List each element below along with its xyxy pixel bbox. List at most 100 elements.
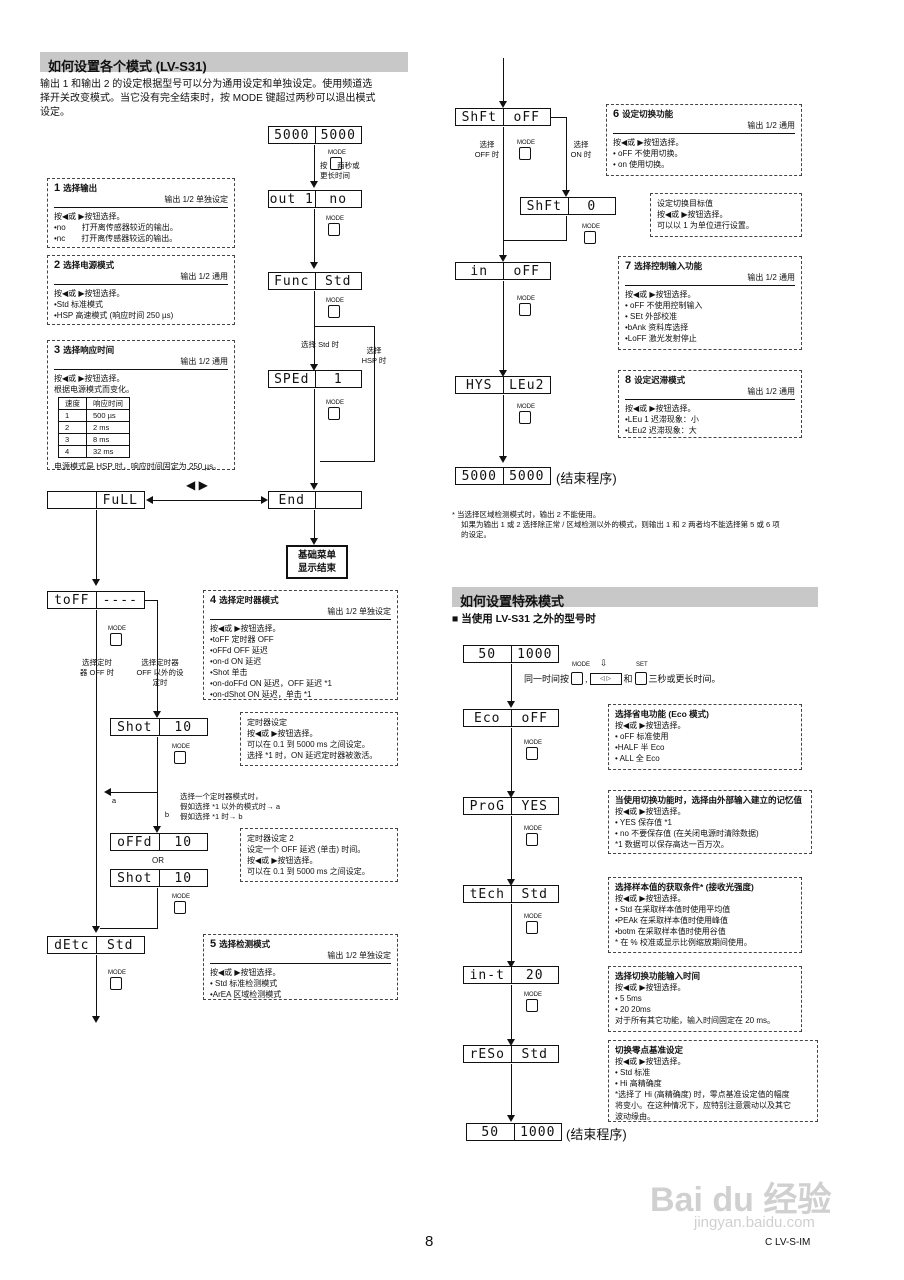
watermark-logo: Bai du 经验: [650, 1181, 832, 1219]
timer-setting-2-box: 定时器设定 2 设定一个 OFF 延迟 (单击) 时间。 按◀或 ▶按钮选择。 …: [240, 828, 398, 882]
box-line: •HALF 半 Eco: [615, 743, 665, 752]
footnote-line: 如果为输出 1 或 2 选择除正常 / 区域检测以外的模式，则输出 1 和 2 …: [461, 520, 780, 529]
mode-button[interactable]: MODE: [172, 744, 190, 764]
display-right: Std: [510, 886, 559, 902]
table-header: 速度: [58, 397, 87, 410]
shift-target-box: 设定切换目标值 按◀或 ▶按钮选择。 可以以 1 为单位进行设置。: [650, 193, 802, 237]
mode-label: MODE: [326, 298, 344, 304]
mode-key-icon: [174, 751, 186, 764]
intro-text: 输出 1 和输出 2 的设定根据型号可以分为通用设定和单独设定。使用频道选 择开…: [40, 78, 412, 120]
mode-label: MODE: [524, 826, 542, 832]
mode-button[interactable]: MODE: [326, 216, 344, 236]
label-line: 选择: [479, 140, 495, 149]
box-title-text: 选择控制输入功能: [634, 261, 703, 271]
mode-button[interactable]: MODE: [524, 914, 542, 934]
box-title-text: 当使用切换功能时，选择由外部输入建立的记忆值: [615, 795, 803, 805]
mode-button[interactable]: MODE: [524, 740, 542, 760]
display-left: out 1: [269, 191, 314, 207]
display-left: [48, 492, 96, 508]
box-number: 2: [54, 259, 61, 271]
table-cell: 3: [58, 433, 87, 446]
display-right: no: [314, 191, 362, 207]
basic-menu-line: 基础菜单: [297, 550, 336, 561]
mode-label-small: MODE: [572, 662, 590, 668]
display-left: tEch: [469, 886, 505, 902]
mode-button[interactable]: MODE: [517, 404, 535, 424]
box-line: 电源模式是 HSP 时，响应时间固定为 250 µs。: [54, 462, 222, 471]
mode-key-icon: [526, 921, 538, 934]
box-line: 可以在 0.1 到 5000 ms 之间设定。: [247, 867, 370, 876]
mode-button[interactable]: MODE: [517, 296, 535, 316]
mode-button[interactable]: MODE: [328, 150, 346, 170]
box-number: 4: [210, 594, 217, 606]
table-cell: 1: [58, 409, 87, 422]
box-sub: 输出 1/2 通用: [613, 120, 795, 134]
label-std-case: 选择 Std 时: [301, 340, 339, 349]
mode-button[interactable]: MODE: [326, 298, 344, 318]
display-right: oFF: [502, 109, 551, 125]
box-line: • Hi 高精确度: [615, 1079, 662, 1088]
end-program-label-2: (结束程序): [566, 1127, 627, 1142]
label-line: 定时: [152, 678, 168, 687]
mode-button[interactable]: MODE: [524, 826, 542, 846]
display-full: FuLL: [47, 491, 145, 509]
mode-button[interactable]: MODE: [524, 992, 542, 1012]
box-line: • Std 标准: [615, 1068, 651, 1077]
mode-button[interactable]: MODE: [326, 400, 344, 420]
footnote-line: * 当选择区域检测模式时，输出 2 不能使用。: [452, 510, 601, 519]
mode-label: MODE: [517, 404, 535, 410]
display-left: ProG: [469, 798, 505, 814]
down-arrow-icon: ⇩: [600, 658, 608, 668]
table-cell: 500 µs: [86, 409, 130, 422]
display-left: End: [278, 492, 305, 508]
box-sub: 输出 1/2 单独设定: [54, 194, 228, 208]
box-line: 按◀或 ▶按钮选择。: [615, 983, 686, 992]
box-title-text: 选择响应时间: [63, 345, 115, 355]
mode-button[interactable]: MODE: [582, 224, 600, 244]
press-prefix: 按: [320, 161, 328, 170]
table-header: 响应时间: [86, 397, 130, 410]
arrow-keys-icon[interactable]: ◁ ▷: [589, 672, 622, 685]
box-line: •LoFF 激光发射停止: [625, 334, 697, 343]
display-right: [314, 492, 362, 508]
mode-button[interactable]: MODE: [108, 970, 126, 990]
mode-label: MODE: [326, 400, 344, 406]
label-line: OFF 以外的设: [136, 668, 184, 677]
box-line: 按◀或 ▶按钮选择。: [54, 289, 125, 298]
mode-button[interactable]: MODE: [172, 894, 190, 914]
box-line: •PEAk 在采取样本值时使用峰值: [615, 916, 729, 925]
mode-label: MODE: [524, 914, 542, 920]
set-key-icon[interactable]: [634, 672, 647, 685]
box-line: 按◀或 ▶按钮选择。: [625, 290, 696, 299]
mode-button[interactable]: MODE: [108, 626, 126, 646]
display-right: LEu2: [502, 377, 551, 393]
display-left: Eco: [474, 710, 501, 726]
press-label: 按 两秒或更长时间: [320, 161, 380, 181]
display-right: 10: [158, 870, 208, 886]
box-number: 7: [625, 260, 632, 272]
section2-title: 如何设置特殊模式: [452, 587, 818, 609]
watermark-url: jingyan.baidu.com: [694, 1214, 815, 1231]
mode-button[interactable]: MODE: [517, 140, 535, 160]
box-line: • ALL 全 Eco: [615, 754, 660, 763]
mode-key-icon[interactable]: [571, 672, 584, 685]
mode-key-icon: [526, 833, 538, 846]
box-line: 按◀或 ▶按钮选择。: [615, 1057, 686, 1066]
